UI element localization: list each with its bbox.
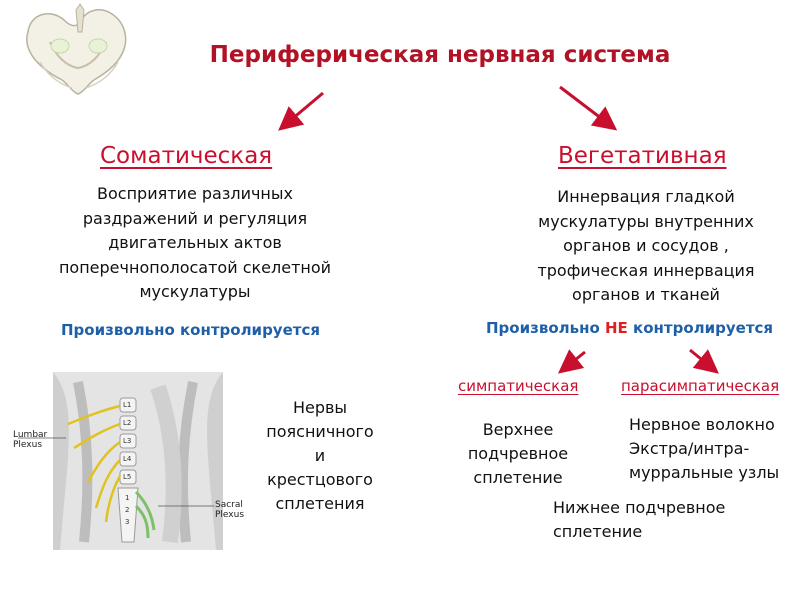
autonomic-control-negation: НЕ <box>605 319 628 337</box>
plexus-caption: Нервы поясничного и крестцового сплетени… <box>266 398 374 513</box>
sympathetic-label: симпатическая <box>458 377 579 395</box>
sympathetic-note: Верхнее подчревное сплетение <box>467 420 569 487</box>
arrow-to-somatic <box>278 91 324 131</box>
arrow-to-sympathetic <box>557 349 586 374</box>
somatic-description: Восприятие различных раздражений и регул… <box>58 184 332 301</box>
somatic-control: Произвольно контролируется <box>61 321 320 339</box>
vertebra-label: L4 <box>123 455 132 463</box>
arrow-to-parasympathetic <box>689 348 719 374</box>
spine-plexus-illustration: Lumbar Plexus Sacral Plexus L1 L2 L3 L4 … <box>8 372 248 550</box>
lower-hypogastric-note: Нижнее подчревное сплетение <box>553 498 726 541</box>
vertebra-label: 1 <box>125 494 130 502</box>
vertebra-label: L5 <box>123 473 132 481</box>
vertebra-label: 3 <box>125 518 130 526</box>
parasympathetic-label: парасимпатическая <box>621 377 780 395</box>
vertebra-label: L1 <box>123 401 132 409</box>
sacral-plexus-label: Sacral Plexus <box>215 500 245 520</box>
somatic-heading: Соматическая <box>100 143 273 169</box>
pelvis-icon <box>25 3 127 95</box>
vertebra-label: 2 <box>125 506 130 514</box>
arrow-to-autonomic <box>559 85 618 131</box>
lumbar-plexus-label: Lumbar Plexus <box>13 430 48 450</box>
autonomic-control-prefix: Произвольно <box>486 319 600 337</box>
vertebra-label: L3 <box>123 437 132 445</box>
autonomic-control: Произвольно НЕ контролируется <box>486 319 773 337</box>
autonomic-heading: Вегетативная <box>558 143 727 169</box>
autonomic-control-suffix: контролируется <box>633 319 774 337</box>
vertebra-label: L2 <box>123 419 132 427</box>
page-title: Периферическая нервная система <box>209 42 671 68</box>
parasympathetic-note: Нервное волокно Экстра/интра-мурральные … <box>629 415 780 482</box>
autonomic-description: Иннервация гладкой мускулатуры внутренни… <box>537 187 755 304</box>
